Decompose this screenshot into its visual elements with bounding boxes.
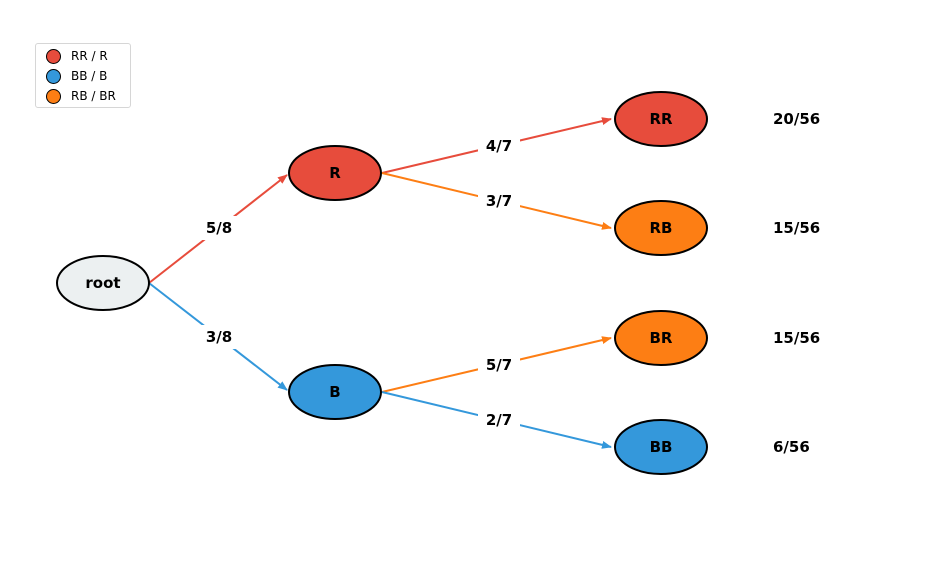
node-label-r: R [329,164,341,182]
node-label-rr: RR [649,110,673,128]
node-label-root: root [85,274,120,292]
node-b [288,364,382,420]
node-r [288,145,382,201]
legend-swatch-blue [46,68,61,84]
edge-label-b-br: 5/7 [486,356,512,374]
legend-swatch-red [46,48,61,64]
legend-item-rr-r: RR / R [46,47,108,65]
node-label-bb: BB [650,438,673,456]
node-br [614,310,708,366]
legend-swatch-orange [46,88,61,104]
node-label-rb: RB [650,219,673,237]
result-rb: 15/56 [773,219,820,237]
node-label-br: BR [650,329,673,347]
node-bb [614,419,708,475]
edge-label-root-b: 3/8 [206,328,232,346]
legend-label: RB / BR [71,89,116,103]
edge-label-r-rb: 3/7 [486,192,512,210]
legend: RR / R BB / B RB / BR [35,43,131,108]
legend-label: RR / R [71,49,108,63]
node-root [56,255,150,311]
legend-item-bb-b: BB / B [46,67,107,85]
node-rb [614,200,708,256]
node-rr [614,91,708,147]
result-br: 15/56 [773,329,820,347]
result-rr: 20/56 [773,110,820,128]
edge-label-b-bb: 2/7 [486,411,512,429]
legend-label: BB / B [71,69,108,83]
edge-label-r-rr: 4/7 [486,137,512,155]
legend-item-rb-br: RB / BR [46,87,116,105]
node-label-b: B [329,383,340,401]
edge-label-root-r: 5/8 [206,219,232,237]
result-bb: 6/56 [773,438,810,456]
